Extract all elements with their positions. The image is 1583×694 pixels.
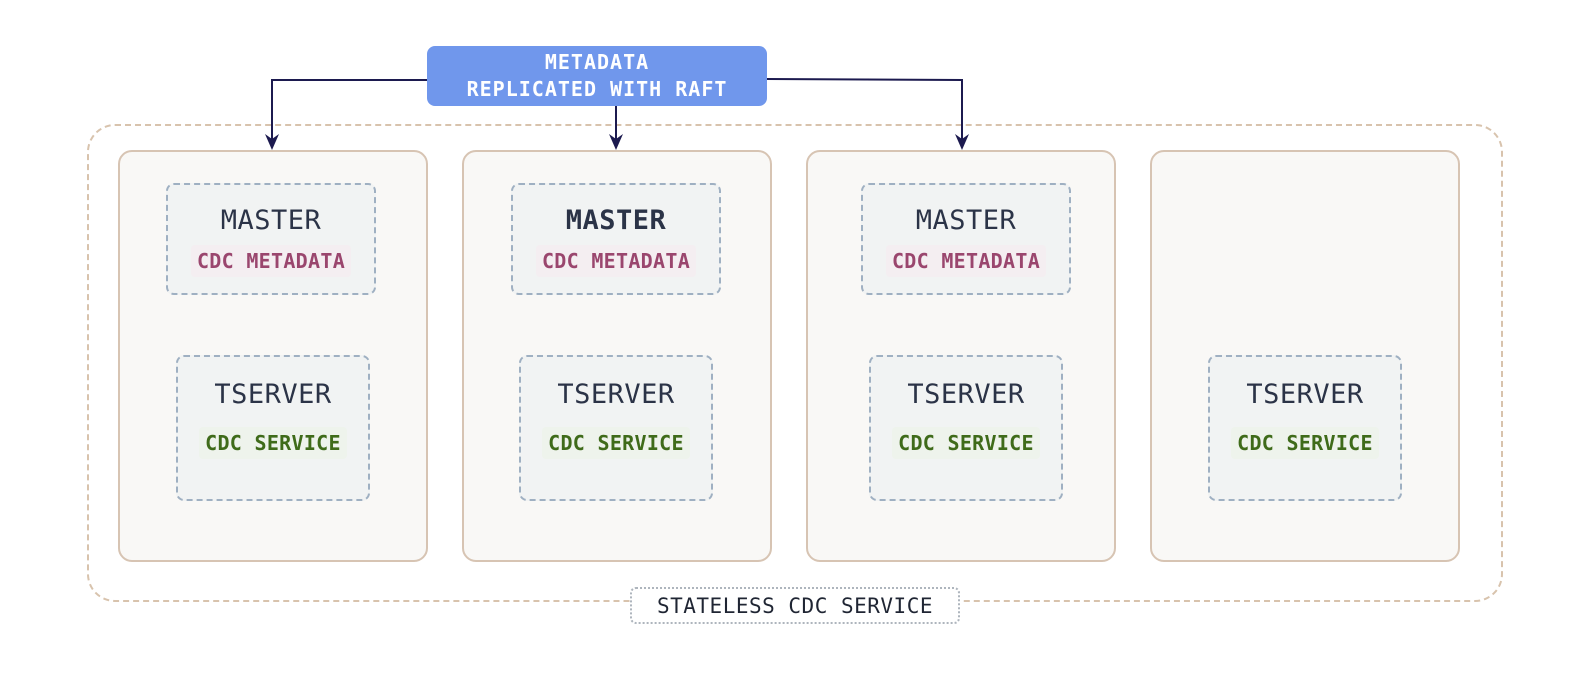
metadata-raft-banner: METADATA REPLICATED WITH RAFT [427,46,767,106]
node-3-master: MASTER CDC METADATA [861,183,1071,295]
arrow-to-node-3 [766,78,963,140]
master-title: MASTER [915,205,1017,236]
master-title-leader: MASTER [565,205,667,236]
cdc-service-tag: CDC SERVICE [199,427,347,459]
banner-line-1: METADATA [544,50,650,74]
tserver-title: TSERVER [1246,379,1364,410]
node-2-tserver: TSERVER CDC SERVICE [519,355,713,501]
cdc-service-tag: CDC SERVICE [892,427,1040,459]
arrowhead-node-1 [265,134,279,150]
cdc-metadata-tag: CDC METADATA [885,245,1047,277]
stateless-cdc-service-label: STATELESS CDC SERVICE [630,587,960,624]
master-title: MASTER [220,205,322,236]
cdc-metadata-tag: CDC METADATA [190,245,352,277]
node-2-master: MASTER CDC METADATA [511,183,721,295]
arrow-to-node-1 [271,79,427,140]
cluster-label-text: STATELESS CDC SERVICE [656,593,933,618]
cdc-service-tag: CDC SERVICE [542,427,690,459]
banner-line-2: REPLICATED WITH RAFT [466,77,728,101]
arrowhead-node-3 [955,134,969,150]
tserver-title: TSERVER [214,379,332,410]
node-1-master: MASTER CDC METADATA [166,183,376,295]
tserver-title: TSERVER [557,379,675,410]
cdc-metadata-tag: CDC METADATA [535,245,697,277]
arrowhead-node-2 [609,134,623,150]
node-1-tserver: TSERVER CDC SERVICE [176,355,370,501]
node-4-tserver: TSERVER CDC SERVICE [1208,355,1402,501]
node-3-tserver: TSERVER CDC SERVICE [869,355,1063,501]
tserver-title: TSERVER [907,379,1025,410]
cdc-service-tag: CDC SERVICE [1231,427,1379,459]
